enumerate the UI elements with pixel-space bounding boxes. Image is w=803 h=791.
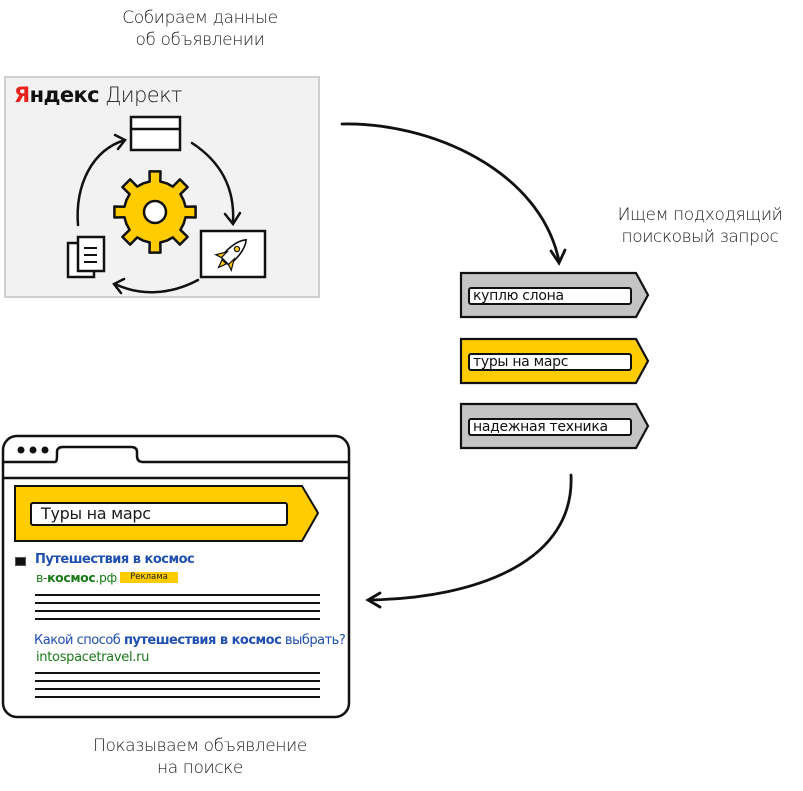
text-placeholder-line [35,610,320,612]
url-prefix: в- [36,570,48,585]
organic-result-title-link[interactable]: Какой способ путешествия в космос выбрат… [34,633,346,648]
caption-line: об объявлении [135,30,265,50]
step-caption-search: Ищем подходящий поисковый запрос [590,204,803,248]
text-placeholder-line [35,594,320,596]
title-bold: путешествия в космос [123,633,282,648]
rocket-banner-icon [199,229,267,279]
gear-icon [113,170,197,254]
url-suffix: .рф [95,570,117,585]
query-chip[interactable]: надежная техника [460,404,650,450]
step-caption-show: Показываем объявление на поиске [60,735,340,779]
window-dot-icon [29,446,37,454]
flow-arrow-to-results [365,473,573,609]
query-chip[interactable]: куплю слона [460,273,650,319]
title-part: выбрать? [281,633,346,648]
caption-line: поисковый запрос [621,227,779,247]
text-placeholder-line [35,618,320,620]
query-text: куплю слона [468,287,632,305]
card-icon [129,115,182,152]
ad-url[interactable]: в-космос.рф [36,570,117,585]
text-placeholder-line [35,688,320,690]
organic-result-url[interactable]: intospacetravel.ru [36,650,150,665]
logo-letter: Я [14,83,30,107]
cycle-arrow-icon [76,133,242,295]
flow-arrow-to-queries [340,122,567,266]
caption-line: Собираем данные [122,8,278,28]
query-text: надежная техника [468,418,632,436]
caption-line: Показываем объявление [93,736,307,756]
query-chip-selected[interactable]: туры на марс [460,339,650,385]
window-dot-icon [41,446,49,454]
text-placeholder-line [35,696,320,698]
text-placeholder-line [35,680,320,682]
query-text: туры на марс [468,353,632,371]
text-placeholder-line [35,672,320,674]
search-input[interactable]: Туры на марс [30,502,288,526]
window-dot-icon [17,446,25,454]
ad-badge: Реклама [120,572,178,583]
logo-brand: ндекс [29,83,100,107]
title-part: Какой способ [34,633,124,648]
favicon-icon [15,557,26,566]
caption-line: Ищем подходящий [617,205,783,225]
ad-title-link[interactable]: Путешествия в космос [35,552,195,567]
step-caption-collect: Собираем данные об объявлении [90,7,310,51]
documents-icon [66,235,106,279]
url-bold: космос [47,570,96,585]
caption-line: на поиске [157,758,243,778]
text-placeholder-line [35,602,320,604]
logo-product: Директ [105,83,182,107]
yandex-direct-logo: Яндекс Директ [14,83,182,107]
